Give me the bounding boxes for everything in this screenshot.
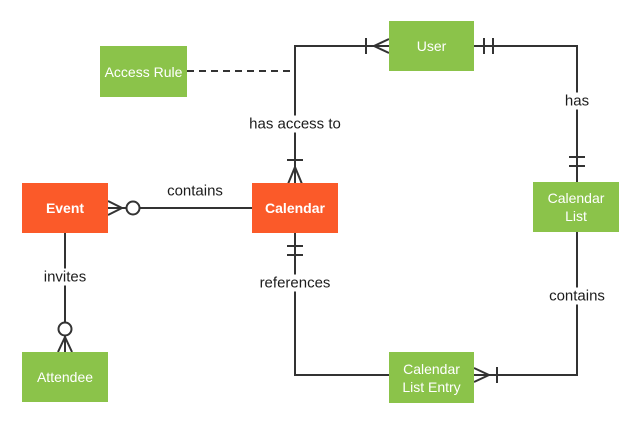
connector-user-calendar-list — [474, 38, 585, 182]
entity-access-rule-label: Access Rule — [104, 63, 183, 80]
relationship-label-has: has — [561, 92, 593, 110]
entity-calendar-label: Calendar — [265, 200, 325, 216]
connector-event-attendee — [57, 233, 73, 353]
entity-user[interactable]: User — [389, 21, 474, 71]
entity-calendar[interactable]: Calendar — [252, 183, 338, 233]
relationship-label-contains-list-entry: contains — [546, 287, 608, 305]
exactly-one-marker-icon — [569, 156, 585, 167]
relationship-label-has-access-to: has access to — [246, 115, 344, 133]
connector-calendar-entry — [287, 233, 389, 376]
entity-access-rule[interactable]: Access Rule — [100, 46, 187, 97]
connector-event-calendar — [107, 200, 252, 216]
entity-calendar-list-entry-label: Calendar List Entry — [402, 360, 461, 395]
one-or-many-marker-icon — [473, 367, 498, 383]
entity-calendar-list[interactable]: Calendar List — [533, 182, 619, 232]
connector-list-entry — [473, 232, 578, 383]
entity-event[interactable]: Event — [22, 183, 108, 233]
entity-attendee[interactable]: Attendee — [22, 352, 108, 402]
entity-attendee-label: Attendee — [36, 369, 94, 385]
entity-event-label: Event — [45, 200, 85, 216]
one-or-many-marker-icon — [365, 38, 390, 54]
entity-calendar-list-entry[interactable]: Calendar List Entry — [389, 352, 474, 403]
one-or-many-marker-icon — [287, 159, 303, 185]
entity-calendar-list-label: Calendar List — [547, 190, 605, 224]
relationship-label-contains-event-calendar: contains — [164, 182, 226, 200]
exactly-one-marker-icon — [483, 38, 494, 54]
zero-or-many-marker-icon — [107, 200, 141, 216]
exactly-one-marker-icon — [287, 245, 303, 256]
entity-user-label: User — [416, 38, 447, 54]
zero-or-many-marker-icon — [57, 321, 73, 353]
relationship-label-references: references — [256, 274, 334, 292]
relationship-label-invites: invites — [40, 268, 90, 286]
connector-calendar-user — [287, 38, 390, 185]
